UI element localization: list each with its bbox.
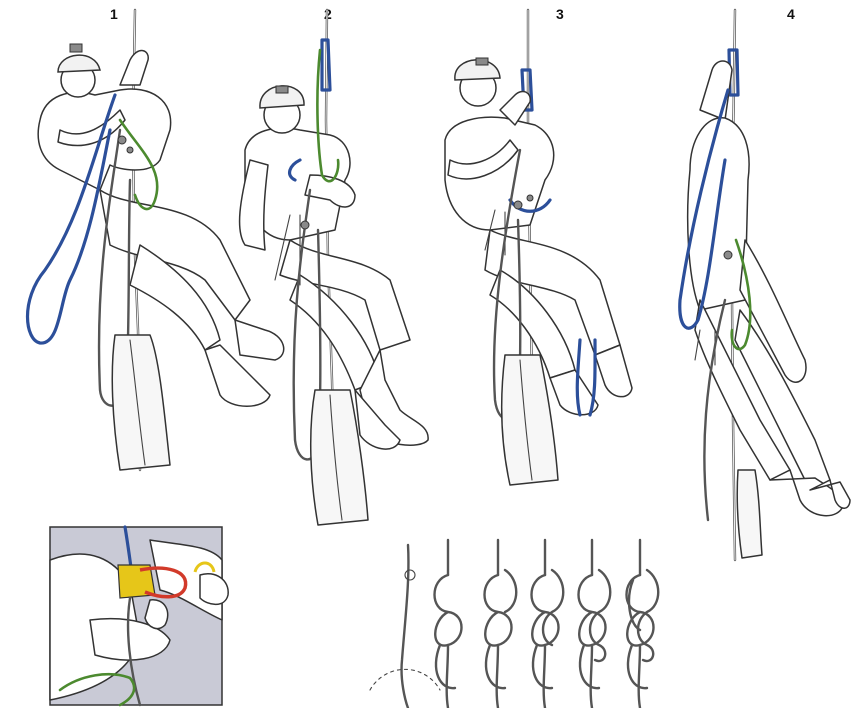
headlamp-icon-1 [70, 44, 82, 52]
knot-stage-4 [532, 540, 564, 708]
knot-sequence [370, 540, 658, 708]
knot-stage-6 [627, 540, 659, 708]
knot-stage-2 [435, 540, 462, 708]
detail-inset-panel [50, 527, 228, 705]
knot-stage-5 [579, 540, 611, 708]
climber-figure-3 [445, 10, 632, 485]
climber-figure-2 [240, 10, 429, 525]
headlamp-icon-3 [476, 58, 488, 65]
headlamp-icon-2 [276, 86, 288, 93]
knot-stage-1 [370, 545, 440, 708]
knot-stage-3 [485, 540, 517, 708]
climber-figure-4 [680, 10, 850, 560]
